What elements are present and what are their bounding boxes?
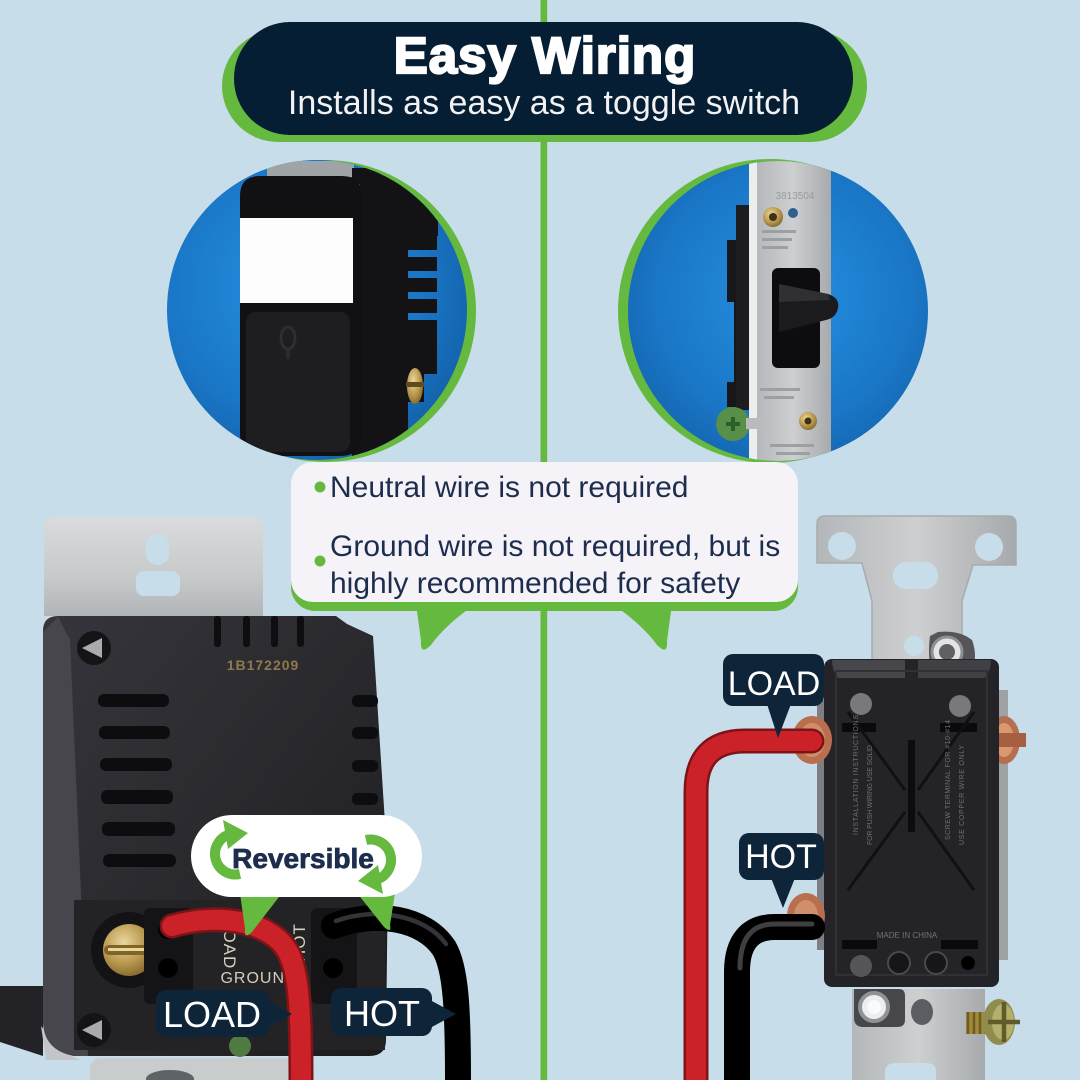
svg-text:Easy Wiring: Easy Wiring — [394, 27, 696, 84]
svg-text:Neutral wire is not required: Neutral wire is not required — [330, 471, 689, 504]
svg-text:highly recommended for safety: highly recommended for safety — [330, 567, 740, 600]
svg-text:INSTALLATION INSTRUCTIONS: INSTALLATION INSTRUCTIONS — [853, 715, 860, 835]
svg-text:GROUND: GROUND — [220, 970, 297, 987]
svg-text:USE COPPER WIRE ONLY: USE COPPER WIRE ONLY — [959, 745, 966, 845]
svg-text:Reversible: Reversible — [232, 843, 374, 874]
svg-text:Installs as easy as a toggle s: Installs as easy as a toggle switch — [288, 84, 800, 122]
svg-text:FOR PUSH WIRING USE SOLID: FOR PUSH WIRING USE SOLID — [867, 745, 874, 845]
svg-text:HOT: HOT — [745, 838, 817, 876]
svg-text:MADE IN CHINA: MADE IN CHINA — [877, 931, 938, 940]
svg-text:HOT: HOT — [344, 993, 420, 1034]
svg-text:3813504: 3813504 — [776, 191, 815, 202]
svg-text:SCREW TERMINAL FOR #10-#14: SCREW TERMINAL FOR #10-#14 — [945, 720, 952, 840]
svg-text:Ground wire is not required, b: Ground wire is not required, but is — [330, 530, 780, 563]
svg-text:LOAD: LOAD — [728, 665, 821, 703]
svg-text:1B172209: 1B172209 — [227, 657, 300, 673]
svg-text:LOAD: LOAD — [163, 994, 261, 1035]
